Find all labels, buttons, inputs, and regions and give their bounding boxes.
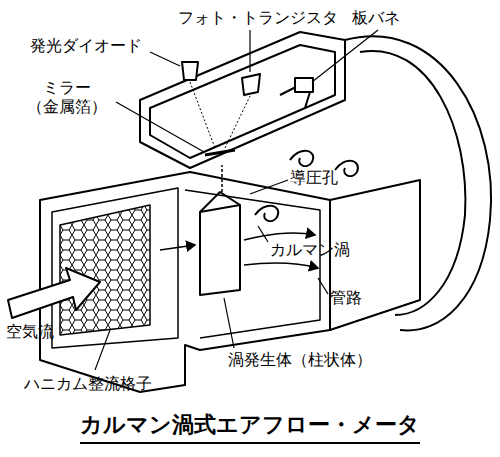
part-label: 導圧孔 (290, 168, 338, 187)
part-label: 発光ダイオード (30, 36, 142, 55)
part-label: ミラー （金属箔） (12, 78, 122, 116)
part-label: カルマン渦 (270, 240, 350, 259)
flow-label: 空気流 (6, 322, 54, 341)
part-label: ハニカム整流格子 (24, 374, 152, 393)
figure-caption: カルマン渦式エアフロー・メータ (80, 410, 420, 444)
part-label: 管路 (330, 288, 362, 307)
part-label: 板バネ (352, 8, 400, 27)
part-label: フォト・トランジスタ (178, 8, 338, 27)
part-label: 渦発生体（柱状体） (228, 350, 372, 369)
